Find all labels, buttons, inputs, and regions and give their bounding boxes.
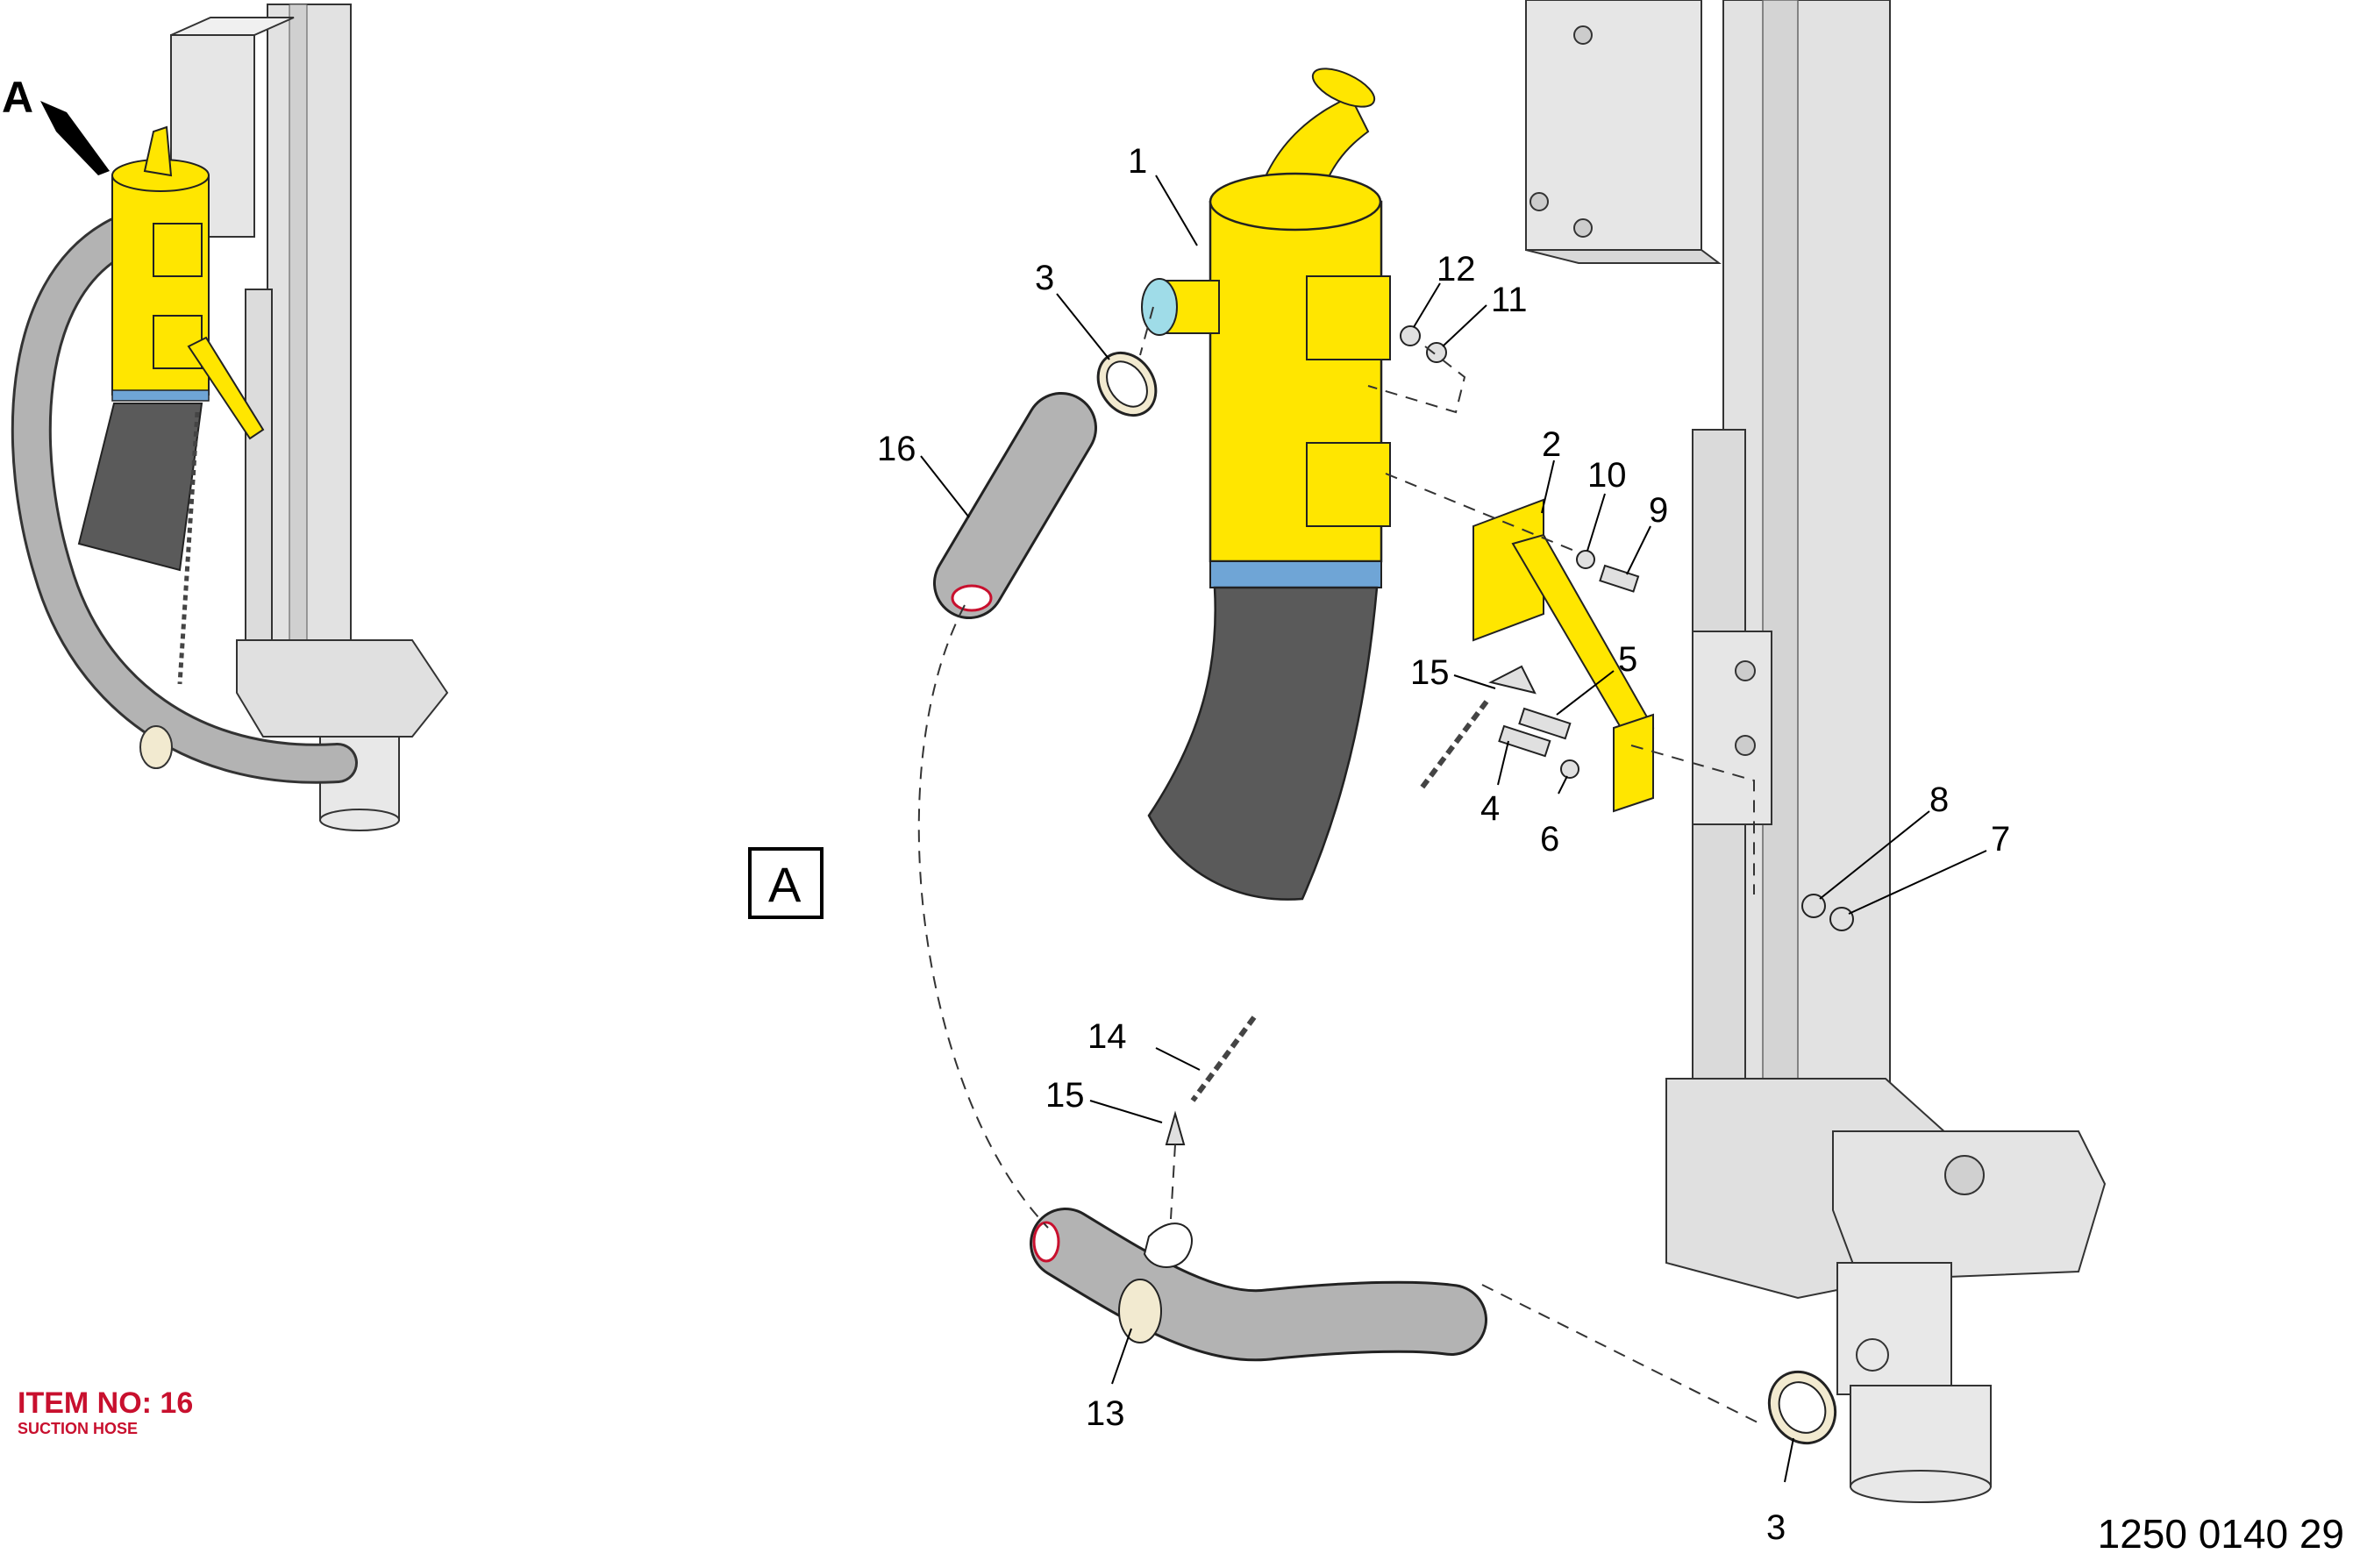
overview-assembly: A [2,4,449,831]
item-label: ITEM NO: 16 SUCTION HOSE [18,1387,193,1438]
callout-16: 16 [877,430,970,518]
callout-5: 5 [1556,640,1637,716]
assembly-lines [917,306,1764,1426]
svg-text:3: 3 [1766,1508,1786,1547]
lower-hose-with-clamp-item-13 [1030,1208,1487,1362]
svg-text:9: 9 [1649,491,1668,530]
svg-text:6: 6 [1540,820,1559,859]
svg-text:8: 8 [1929,780,1949,819]
callout-12: 12 [1413,250,1476,328]
callout-14: 14 [1087,1017,1201,1071]
svg-text:15: 15 [1045,1076,1085,1115]
svg-text:4: 4 [1480,789,1500,828]
suction-hose-item-16 [933,392,1097,619]
svg-text:A: A [768,857,802,912]
callout-15-upper: 15 [1410,653,1496,692]
callout-10: 10 [1586,456,1627,552]
filter-housing-item-1 [1141,68,1391,901]
svg-text:11: 11 [1491,281,1528,319]
machine-column [1525,0,2107,1503]
svg-text:15: 15 [1410,653,1450,692]
detail-marker-a: A [2,73,33,122]
callout-2: 2 [1541,425,1561,514]
callout-9: 9 [1626,491,1668,575]
callout-11: 11 [1442,281,1528,347]
svg-text:5: 5 [1618,640,1637,679]
callout-7: 7 [1848,820,2010,915]
svg-text:13: 13 [1086,1394,1125,1433]
svg-text:14: 14 [1087,1017,1127,1056]
item-number: ITEM NO: 16 [18,1386,194,1420]
callout-6: 6 [1540,775,1568,859]
fasteners [1400,325,1854,931]
svg-text:1: 1 [1128,142,1147,181]
callout-4: 4 [1480,740,1509,828]
hose-clamp-item-3-lower [1767,1370,1837,1445]
item-description: SUCTION HOSE [18,1420,139,1437]
callout-8: 8 [1819,780,1949,900]
callout-3-upper: 3 [1035,259,1110,360]
drawing-number: 1250 0140 29 [2097,1511,2344,1557]
svg-text:16: 16 [877,430,916,468]
svg-text:2: 2 [1542,425,1561,464]
callout-13: 13 [1086,1328,1132,1433]
hose-clamp-item-3-upper [1096,351,1158,417]
view-box-a: A [748,847,824,919]
svg-text:7: 7 [1991,820,2010,859]
mounting-bracket-item-2 [1472,498,1655,813]
svg-text:12: 12 [1437,250,1476,289]
callout-15-lower: 15 [1045,1076,1163,1123]
svg-text:10: 10 [1587,456,1627,495]
callout-3-lower: 3 [1766,1437,1794,1547]
callout-1: 1 [1128,142,1198,246]
svg-text:3: 3 [1035,259,1054,297]
